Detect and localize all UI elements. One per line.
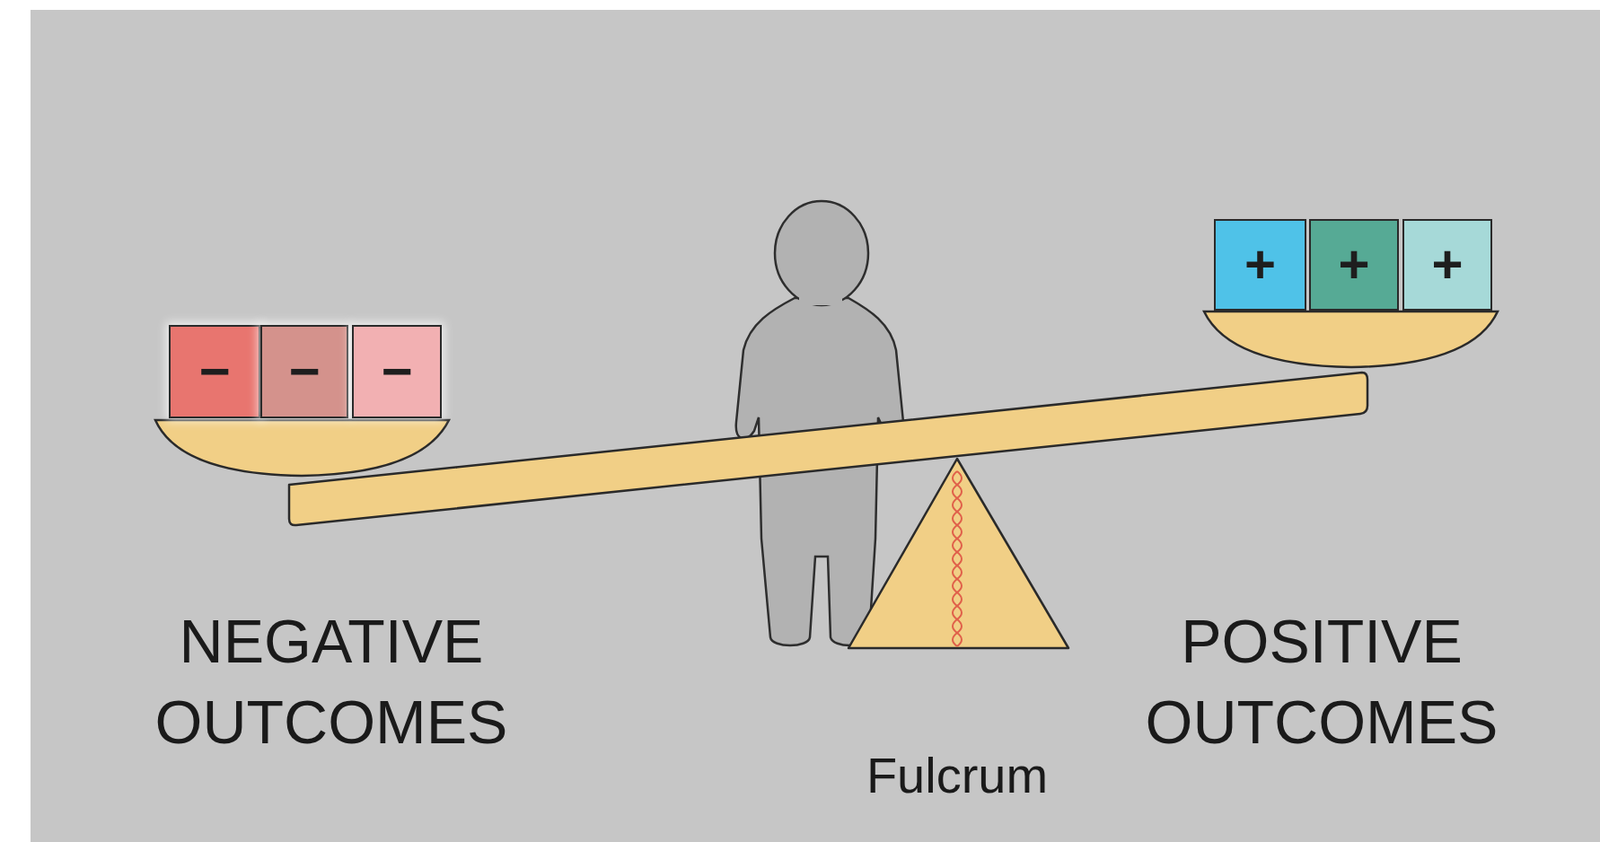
- plus-sign: +: [1337, 237, 1370, 292]
- dna-strand: [952, 471, 962, 647]
- negative-tile: −: [351, 325, 442, 419]
- negative-tile: −: [168, 325, 261, 419]
- outcome-label: NEGATIVE OUTCOMES: [133, 601, 529, 764]
- background-panel: [30, 9, 1600, 842]
- minus-sign: −: [288, 344, 320, 399]
- minus-sign: −: [380, 344, 413, 399]
- fulcrum-label: Fulcrum: [813, 745, 1101, 806]
- dna-strand: [952, 471, 962, 647]
- minus-sign: −: [198, 344, 230, 399]
- plus-sign: +: [1431, 237, 1463, 292]
- positive-tile: +: [1309, 219, 1399, 311]
- left-pan: [155, 420, 449, 476]
- right-pan: [1204, 311, 1498, 368]
- outcome-label: POSITIVE OUTCOMES: [1124, 601, 1520, 764]
- plus-sign: +: [1244, 237, 1276, 292]
- seesaw-beam: [289, 372, 1368, 526]
- positive-tile: +: [1402, 219, 1493, 311]
- fulcrum-triangle: [848, 458, 1069, 649]
- positive-tile: +: [1213, 219, 1307, 311]
- negative-tile: −: [260, 325, 349, 419]
